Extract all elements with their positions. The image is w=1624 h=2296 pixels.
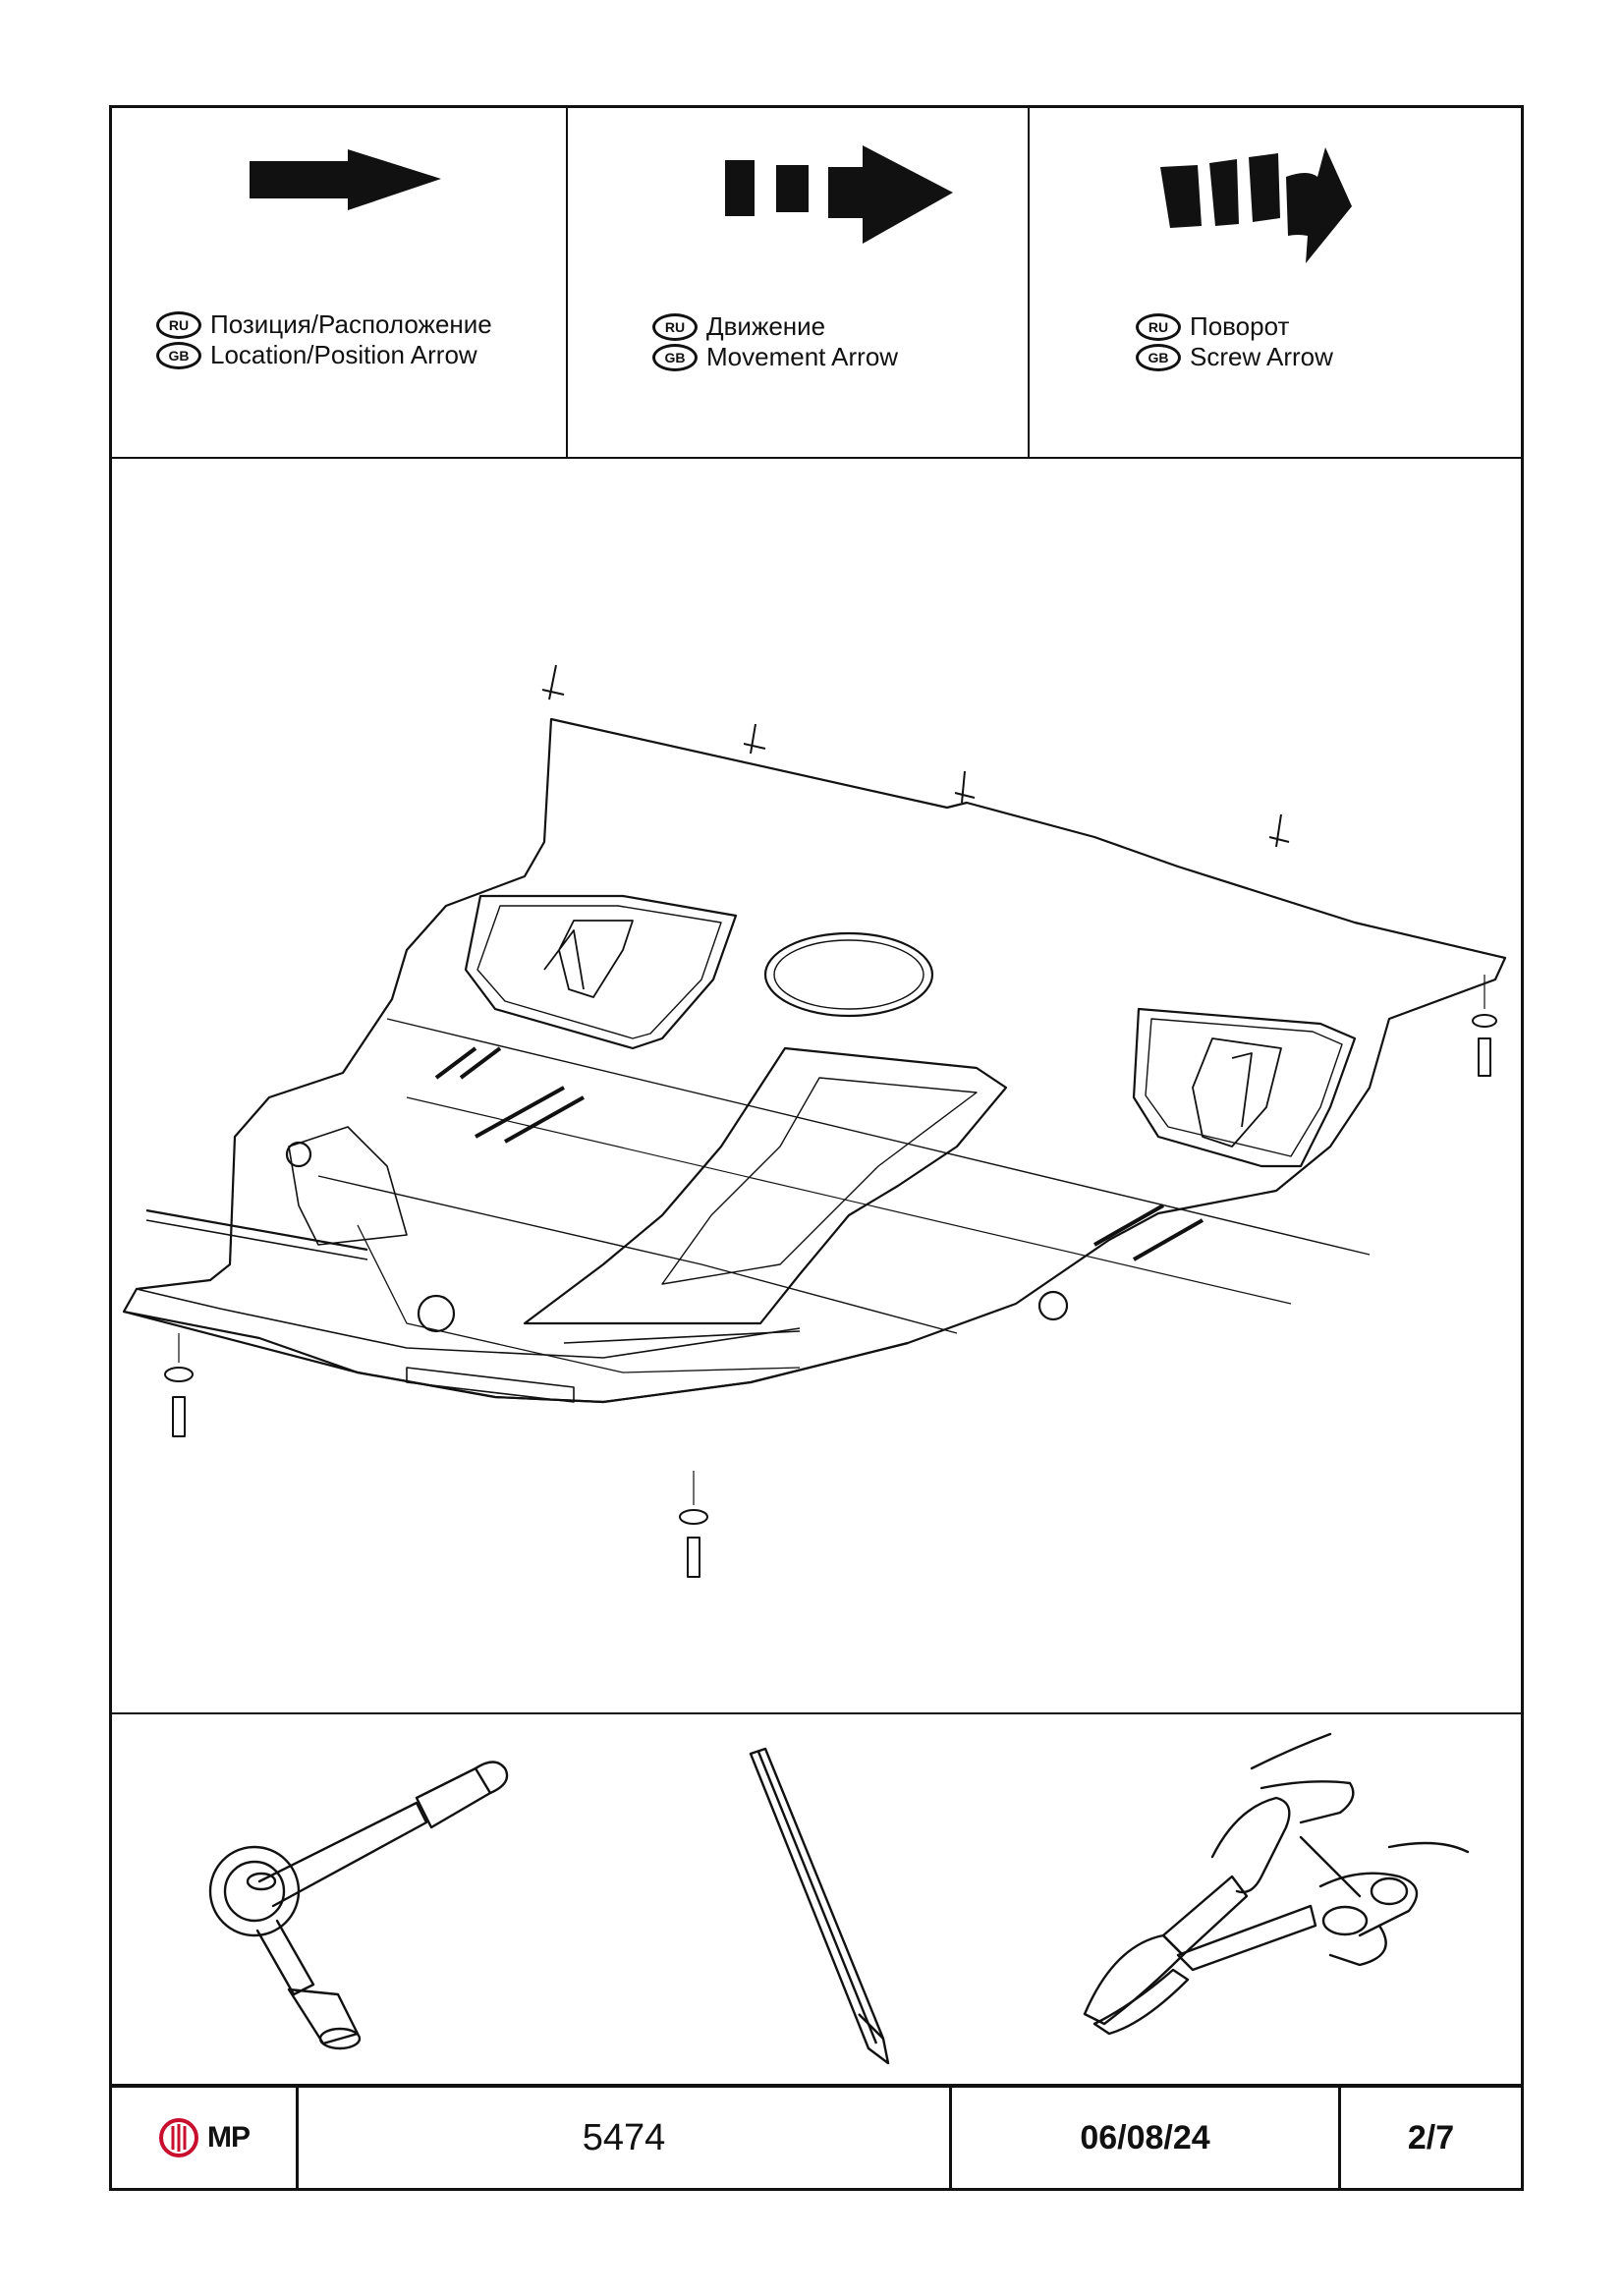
wire-cutters-icon: [1083, 1732, 1470, 2036]
legend-en-label: Location/Position Arrow: [210, 340, 477, 369]
article-number: 5474: [299, 2088, 952, 2188]
ru-flag-icon: RU: [652, 312, 698, 341]
assembly-drawing-area: [112, 459, 1521, 1714]
brand-cell: MP: [112, 2088, 299, 2188]
tools-area: [112, 1714, 1521, 2088]
brand-logo-icon: [159, 2118, 198, 2157]
legend-en-label: Screw Arrow: [1190, 342, 1333, 371]
document-date: 06/08/24: [952, 2088, 1341, 2188]
screwdriver-icon: [749, 1747, 890, 2065]
legend-cell-location: RU Позиция/Расположение GB Location/Positi…: [112, 108, 568, 457]
front-flange: [123, 1310, 909, 1404]
left-pocket: [464, 894, 738, 1050]
legend-en-label: Movement Arrow: [706, 342, 899, 371]
drain-plug-hole: [417, 1294, 456, 1333]
ru-flag-icon: RU: [1136, 312, 1181, 341]
brand-name: MP: [207, 2121, 251, 2154]
page-number: 2/7: [1407, 2118, 1455, 2156]
page-frame: RU Позиция/Расположение GB Location/Positi…: [109, 105, 1524, 2191]
legend-ru-label: Поворот: [1190, 311, 1290, 341]
skid-plate-drawing: [122, 664, 1507, 1578]
bolts-and-washers: [164, 975, 1497, 1578]
plate-outline: [122, 717, 1507, 1404]
mounting-studs: [541, 664, 1290, 848]
gb-flag-icon: GB: [652, 343, 698, 371]
arrow-legend: RU Позиция/Расположение GB Location/Positi…: [112, 108, 1521, 459]
left-vent-slots: [475, 1086, 585, 1144]
curved-arrow-icon: [1160, 147, 1352, 263]
ratchet-wrench-icon: [208, 1761, 509, 2050]
central-channel: [523, 1046, 1008, 1325]
front-bracket-bar: [145, 1208, 368, 1252]
dashed-arrow-icon: [725, 145, 953, 244]
gb-flag-icon: GB: [156, 341, 201, 369]
gb-flag-icon: GB: [1136, 343, 1181, 371]
legend-ru-label: Движение: [706, 311, 826, 341]
right-pocket: [1132, 1007, 1357, 1168]
title-block: MP 5474 06/08/24 2/7: [112, 2088, 1521, 2188]
right-vent-slots: [1093, 1204, 1204, 1261]
legend-cell-movement: RU Движение GB Movement Arrow: [568, 108, 1030, 457]
legend-cell-screw: RU Поворот GB Screw Arrow: [1030, 108, 1527, 457]
solid-arrow-icon: [250, 149, 441, 210]
ru-flag-icon: RU: [156, 310, 201, 339]
oval-access-hole: [763, 931, 934, 1018]
legend-ru-label: Позиция/Расположение: [210, 309, 492, 339]
